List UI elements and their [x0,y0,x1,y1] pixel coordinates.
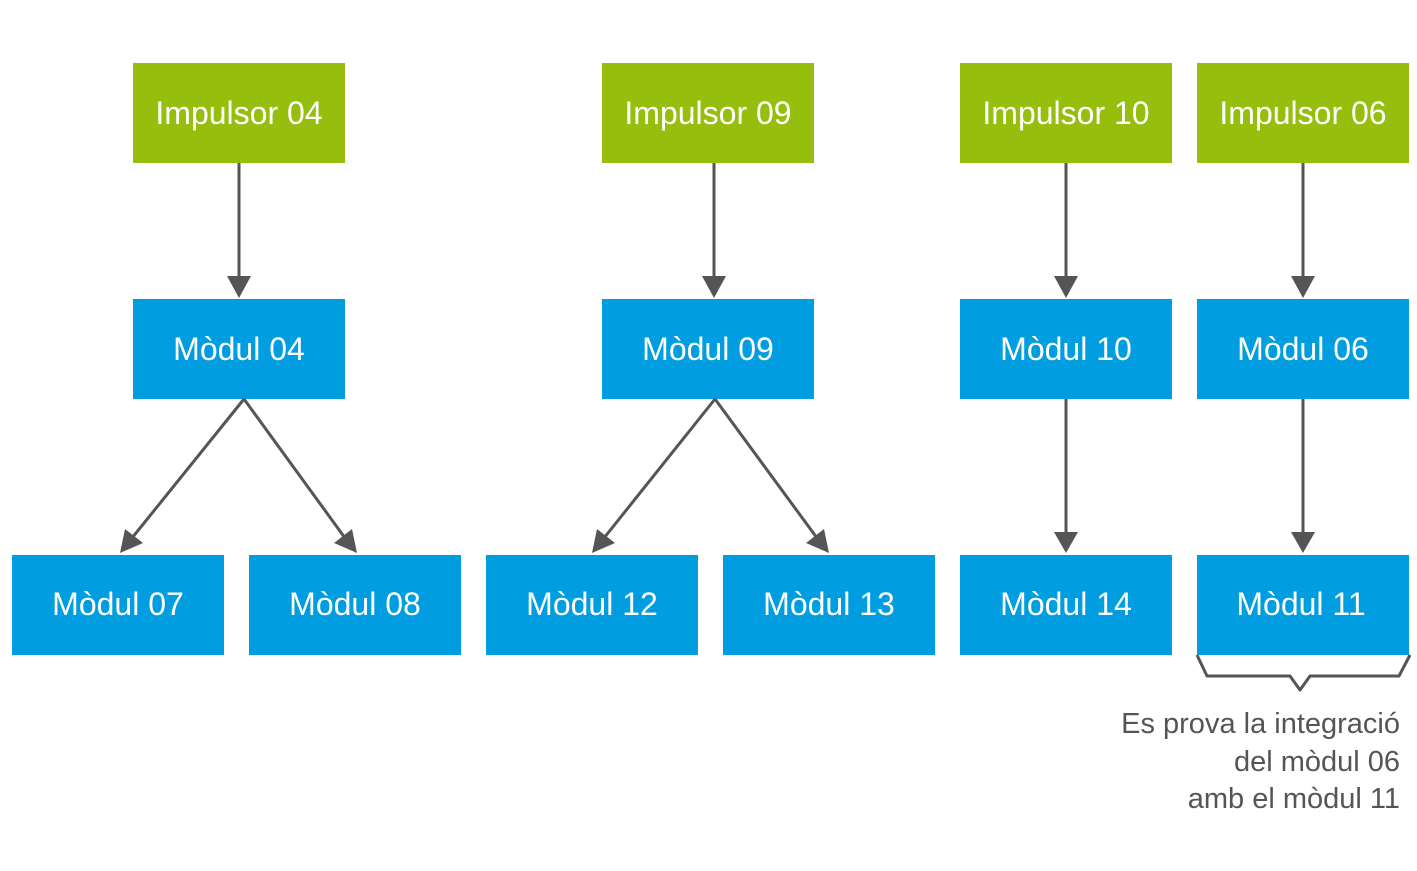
arrow-modul06-to-modul11 [1291,399,1315,553]
module-label: Mòdul 10 [1000,331,1132,367]
module-box-modul-08: Mòdul 08 [249,555,461,655]
arrow-modul04-to-modul07 [120,398,246,553]
note-line-2: del mòdul 06 [1234,746,1400,778]
module-label: Mòdul 11 [1236,586,1365,622]
module-label: Mòdul 08 [289,586,421,622]
driver-label: Impulsor 09 [624,95,791,131]
note-line-1: Es prova la integració [1121,708,1400,740]
driver-box-impulsor-06: Impulsor 06 [1197,63,1409,163]
arrow-impulsor09-to-modul09 [702,163,726,298]
module-label: Mòdul 09 [642,331,774,367]
arrow-impulsor06-to-modul06 [1291,163,1315,298]
module-label: Mòdul 04 [173,331,305,367]
module-box-modul-07: Mòdul 07 [12,555,224,655]
driver-box-impulsor-09: Impulsor 09 [602,63,814,163]
arrow-impulsor04-to-modul04 [227,163,251,298]
integration-bracket [1195,654,1412,692]
module-box-modul-14: Mòdul 14 [960,555,1172,655]
driver-label: Impulsor 04 [155,95,322,131]
module-label: Mòdul 12 [526,586,658,622]
module-box-modul-10: Mòdul 10 [960,299,1172,399]
module-box-modul-12: Mòdul 12 [486,555,698,655]
arrow-modul09-to-modul13 [713,398,829,553]
driver-box-impulsor-10: Impulsor 10 [960,63,1172,163]
module-label: Mòdul 14 [1000,586,1132,622]
module-label: Mòdul 07 [52,586,184,622]
module-label: Mòdul 13 [763,586,895,622]
module-box-modul-11: Mòdul 11 [1197,555,1409,655]
integration-note: Es prova la integració del mòdul 06 amb … [1121,708,1400,815]
module-box-modul-13: Mòdul 13 [723,555,935,655]
module-box-modul-06: Mòdul 06 [1197,299,1409,399]
arrow-modul04-to-modul08 [242,398,357,553]
arrow-modul10-to-modul14 [1054,399,1078,553]
arrow-impulsor10-to-modul10 [1054,163,1078,298]
arrow-modul09-to-modul12 [592,398,717,553]
note-line-3: amb el mòdul 11 [1188,783,1400,815]
driver-label: Impulsor 06 [1219,95,1386,131]
driver-label: Impulsor 10 [982,95,1149,131]
module-box-modul-04: Mòdul 04 [133,299,345,399]
driver-box-impulsor-04: Impulsor 04 [133,63,345,163]
module-box-modul-09: Mòdul 09 [602,299,814,399]
module-label: Mòdul 06 [1237,331,1369,367]
